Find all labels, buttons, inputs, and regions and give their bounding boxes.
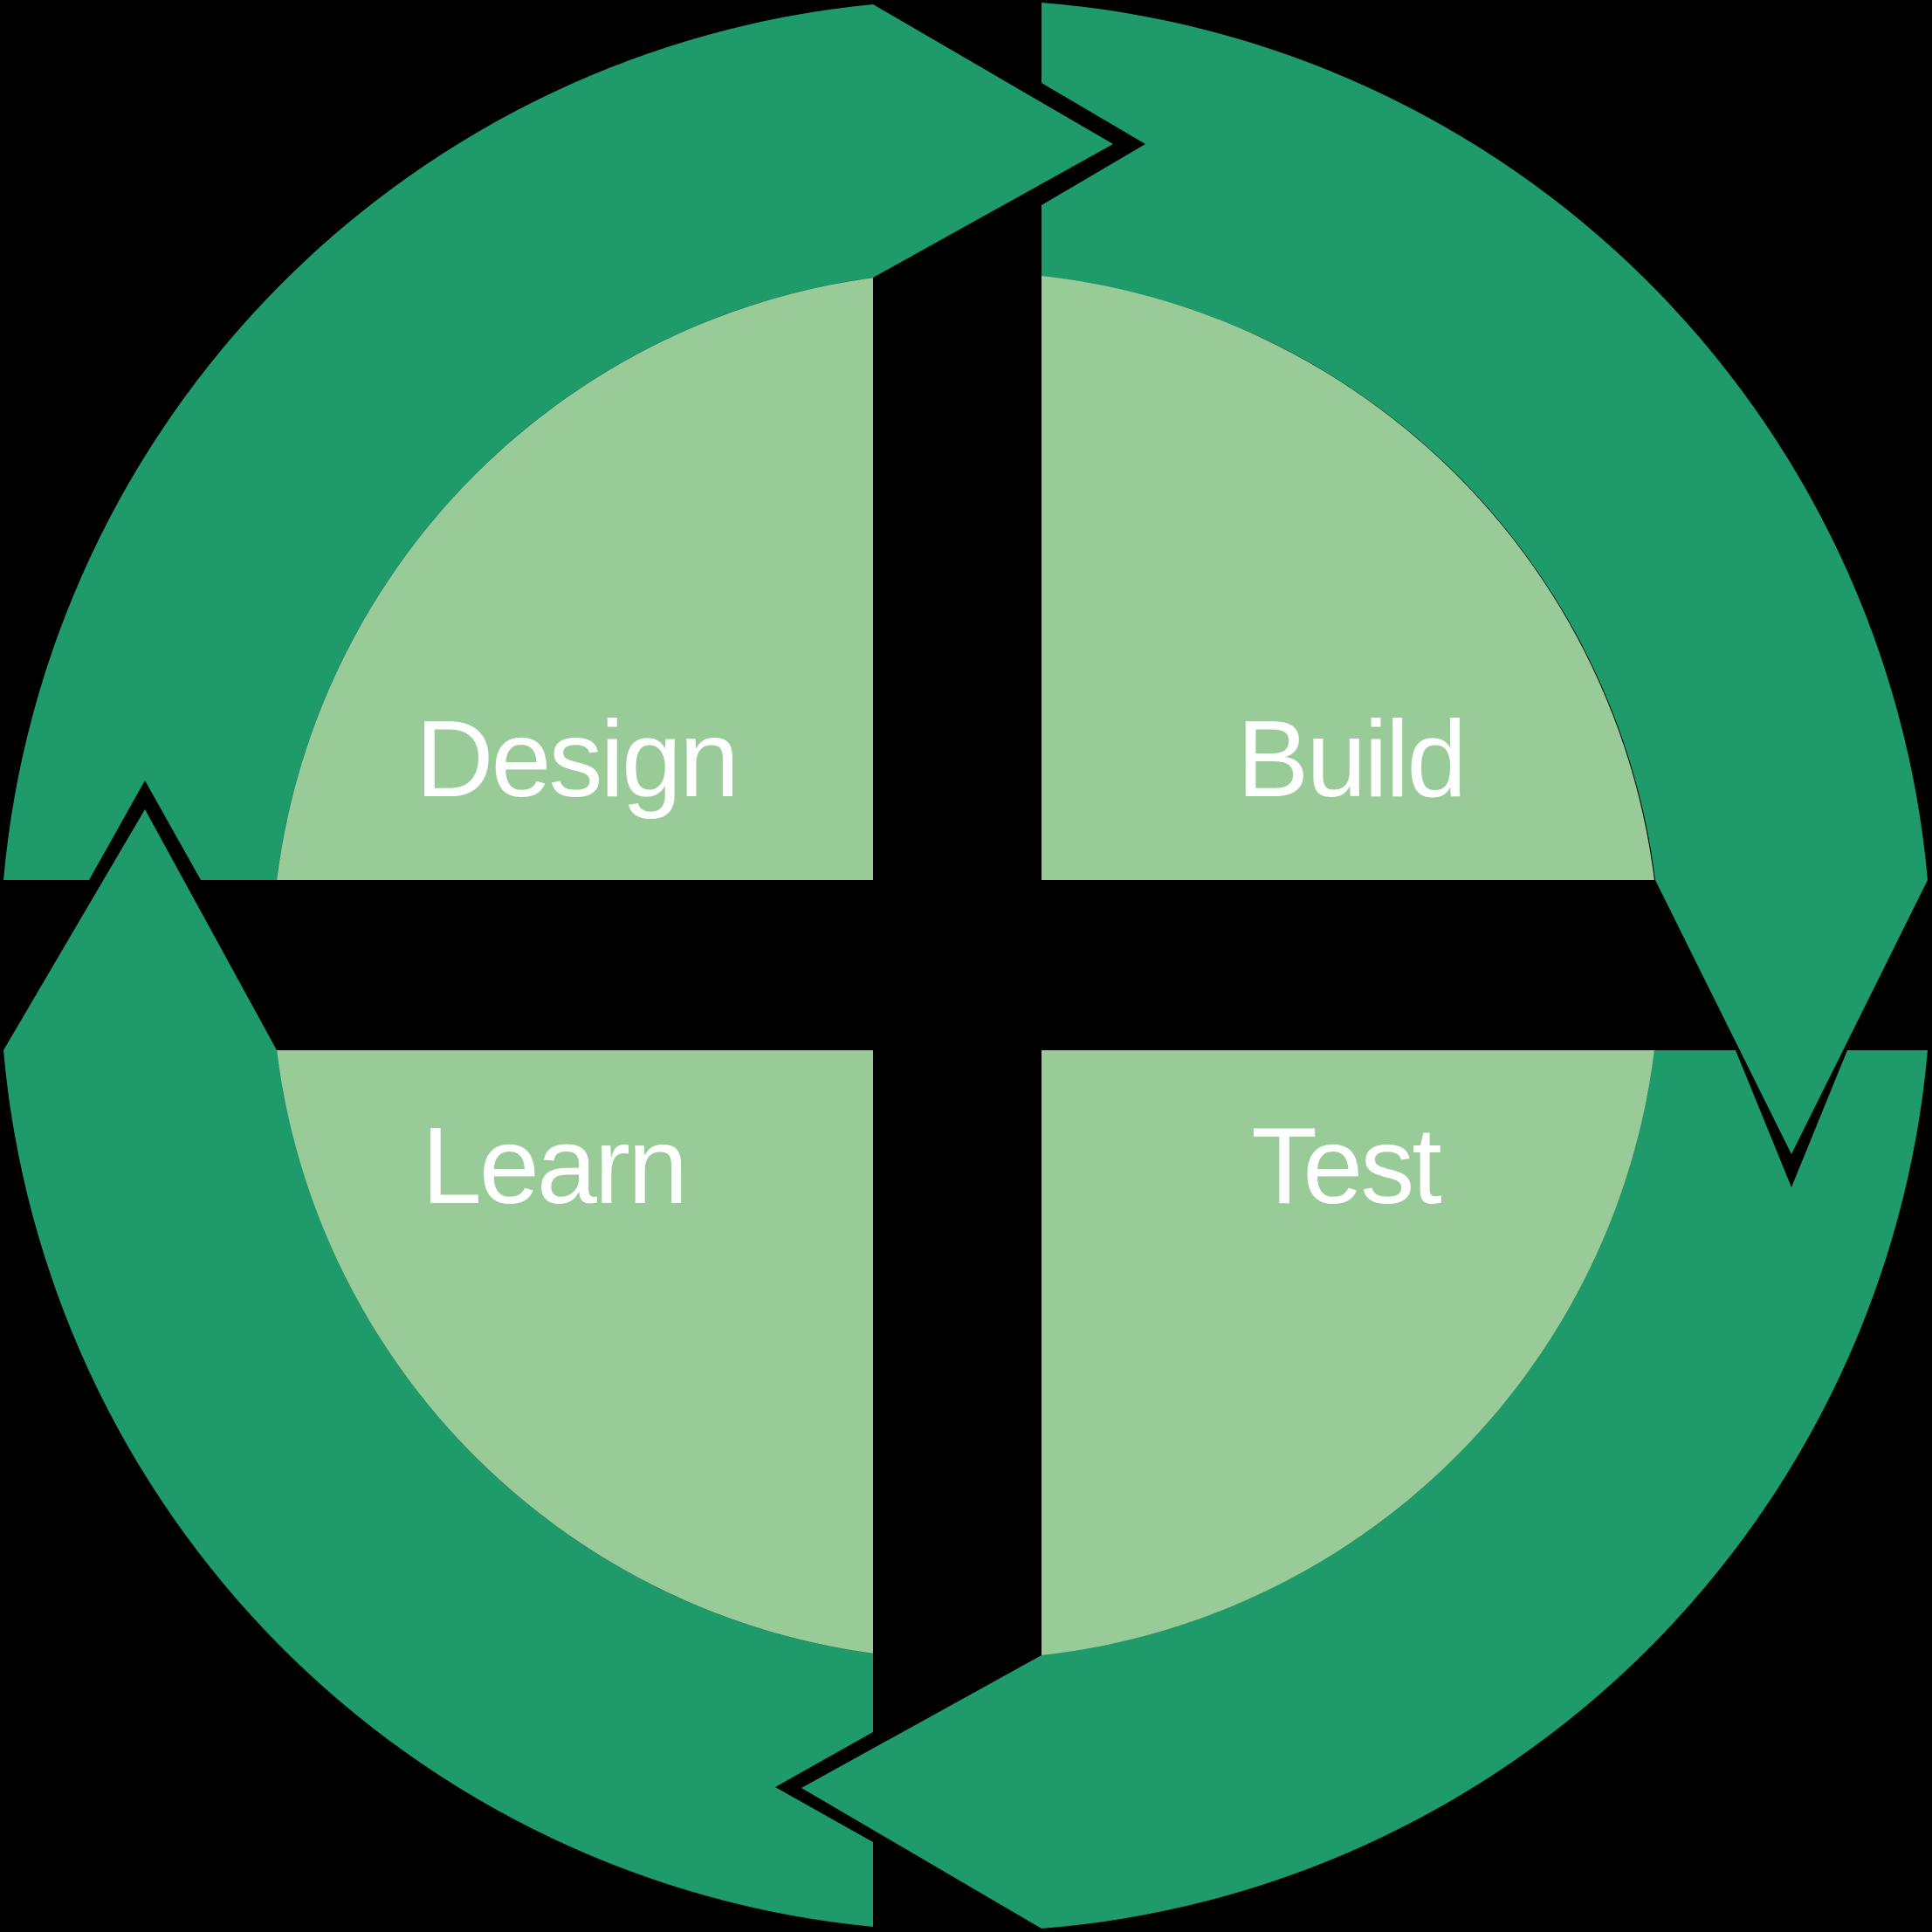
test-arrow [801,1050,1928,1929]
build-quadrant-label: Build [1237,699,1465,820]
build-arrow [1042,3,1928,1154]
learn-arrow [3,809,873,1927]
vertical-divider [873,0,1042,1932]
learn-quadrant-label: Learn [422,1106,685,1227]
design-quadrant-label: Design [416,699,737,820]
design-arrow [3,4,1113,880]
test-quadrant-label: Test [1251,1106,1441,1227]
